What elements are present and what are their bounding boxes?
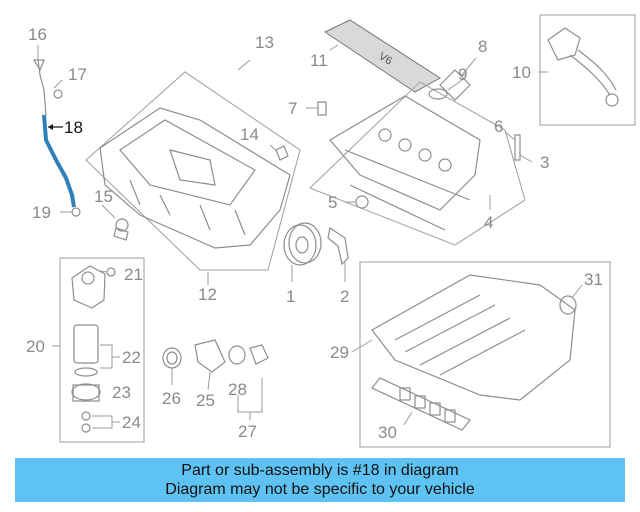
- oil-filter-group: [59, 257, 145, 443]
- callout-11[interactable]: 11: [310, 51, 328, 70]
- oil-pan-group: [85, 71, 301, 271]
- callout-16[interactable]: 16: [28, 25, 47, 44]
- callout-17[interactable]: 17: [68, 65, 87, 84]
- callout-9[interactable]: 9: [458, 65, 467, 84]
- banner-line-1: Part or sub-assembly is #18 in diagram: [181, 462, 459, 479]
- callout-15[interactable]: 15: [94, 187, 113, 206]
- callout-10[interactable]: 10: [512, 63, 531, 82]
- callout-4[interactable]: 4: [484, 213, 493, 232]
- callout-21[interactable]: 21: [124, 265, 143, 284]
- callout-22[interactable]: 22: [122, 348, 141, 367]
- small-parts-group: [162, 339, 269, 420]
- callout-7[interactable]: 7: [288, 99, 297, 118]
- callout-30[interactable]: 30: [378, 423, 397, 442]
- callout-28[interactable]: 28: [228, 380, 247, 399]
- callout-31[interactable]: 31: [584, 270, 603, 289]
- callout-8[interactable]: 8: [478, 37, 487, 56]
- callout-12[interactable]: 12: [198, 285, 217, 304]
- callout-19[interactable]: 19: [32, 203, 51, 222]
- callout-29[interactable]: 29: [330, 343, 349, 362]
- callout-24[interactable]: 24: [122, 413, 141, 432]
- pcv-hose-group: [539, 14, 636, 126]
- dipstick-group: [32, 59, 81, 217]
- leader-lines: [37, 44, 583, 426]
- callout-14[interactable]: 14: [240, 125, 259, 144]
- callout-labels: 16 17 18 19 15 12 13 14 7 11 8 9 10 6 3 …: [26, 25, 603, 442]
- callout-3[interactable]: 3: [540, 153, 549, 172]
- callout-18[interactable]: 18: [64, 118, 83, 137]
- callout-13[interactable]: 13: [255, 33, 274, 52]
- pulley-group: [283, 222, 349, 266]
- parts-diagram: V6: [26, 14, 636, 448]
- info-banner: Part or sub-assembly is #18 in diagram D…: [15, 458, 625, 502]
- dipstick-tube-highlighted[interactable]: [42, 114, 76, 208]
- arrow-head-icon: [48, 124, 53, 130]
- callout-20[interactable]: 20: [26, 337, 45, 356]
- callout-27[interactable]: 27: [238, 422, 257, 441]
- callout-1[interactable]: 1: [286, 287, 295, 306]
- engine-cover-group: V6: [309, 19, 526, 246]
- callout-26[interactable]: 26: [162, 389, 181, 408]
- callout-23[interactable]: 23: [112, 383, 131, 402]
- callout-6[interactable]: 6: [494, 117, 503, 136]
- callout-5[interactable]: 5: [328, 193, 337, 212]
- intake-manifold-group: [359, 261, 611, 448]
- callout-25[interactable]: 25: [196, 391, 215, 410]
- callout-2[interactable]: 2: [340, 287, 349, 306]
- banner-line-2: Diagram may not be specific to your vehi…: [165, 481, 475, 498]
